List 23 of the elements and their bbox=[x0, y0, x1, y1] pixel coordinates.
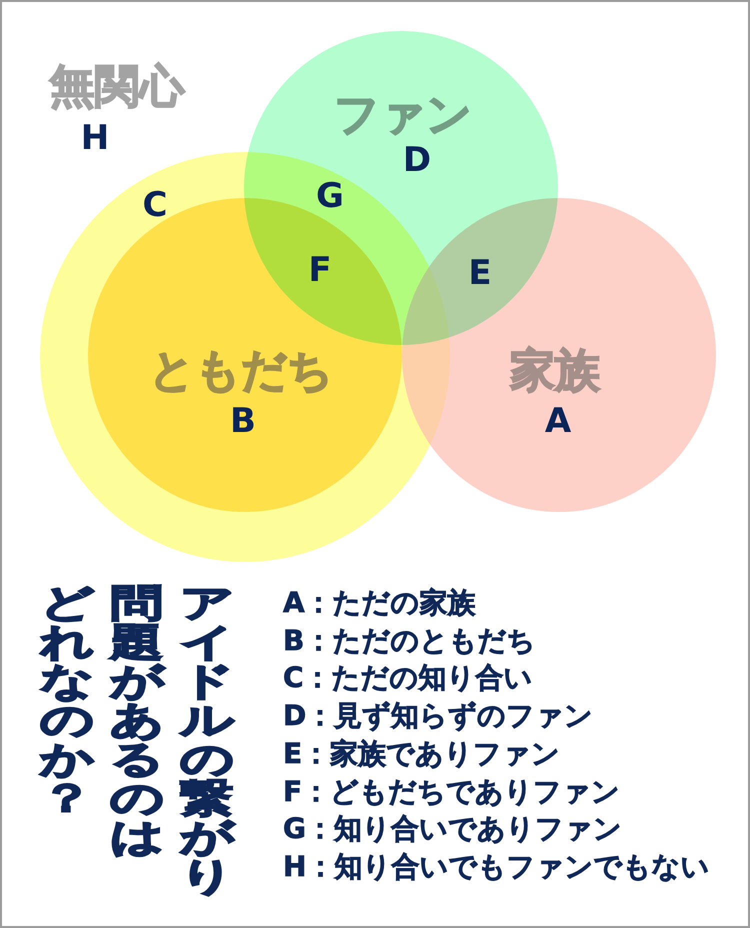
region-letter: C bbox=[142, 188, 168, 222]
venn-circle bbox=[402, 198, 716, 512]
key-text: A：ただの家族 bbox=[283, 589, 476, 617]
key-text: C：ただの知り合い bbox=[283, 664, 533, 692]
region-letter: A bbox=[544, 404, 572, 438]
set-label: ともだち bbox=[149, 348, 333, 392]
set-label: ファン bbox=[334, 92, 472, 136]
key-text: E：家族でありファン bbox=[283, 740, 560, 768]
region-letter: G bbox=[316, 179, 344, 213]
key-text: F：どもだちでありファン bbox=[283, 778, 620, 806]
set-label: 家族 bbox=[510, 348, 600, 392]
title: アイドルの繋がり問題があるのはどれなのか？ bbox=[40, 584, 233, 896]
venn-circle bbox=[244, 31, 558, 345]
region-letter: F bbox=[308, 253, 332, 287]
set-label: 無関心 bbox=[50, 64, 184, 108]
region-letter: H bbox=[80, 121, 110, 155]
key-text: D：見ず知らずのファン bbox=[283, 702, 594, 730]
key-text: B：ただのともだち bbox=[283, 626, 536, 655]
region-letter: B bbox=[230, 404, 256, 438]
region-letter: D bbox=[402, 143, 432, 177]
region-letter: E bbox=[468, 256, 492, 290]
key-text: H：知り合いでもファンでもない bbox=[283, 852, 710, 881]
key-text: G：知り合いでありファン bbox=[283, 815, 622, 844]
